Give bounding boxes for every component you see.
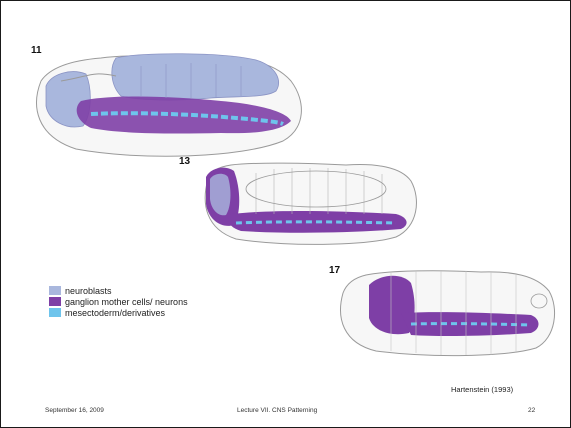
figure-credit: Hartenstein (1993) [451, 385, 513, 394]
embryo-stage-11-illustration [21, 46, 311, 161]
legend-swatch-neuroblasts [49, 286, 61, 295]
legend-label: mesectoderm/derivatives [65, 308, 165, 318]
legend-item: ganglion mother cells/ neurons [49, 296, 249, 307]
legend-label: ganglion mother cells/ neurons [65, 297, 188, 307]
footer-title: Lecture VII. CNS Patterning [237, 407, 317, 414]
legend-swatch-gmc [49, 297, 61, 306]
legend-label: neuroblasts [65, 286, 112, 296]
legend-item: mesectoderm/derivatives [49, 307, 249, 318]
embryo-stage-13-illustration [196, 159, 426, 249]
legend: neuroblasts ganglion mother cells/ neuro… [49, 285, 249, 318]
stage-label-13: 13 [179, 156, 190, 167]
legend-item: neuroblasts [49, 285, 249, 296]
legend-swatch-mesectoderm [49, 308, 61, 317]
embryo-stage-17-illustration [331, 263, 561, 363]
footer-page-number: 22 [528, 407, 535, 414]
footer-date: September 16, 2009 [45, 407, 104, 414]
